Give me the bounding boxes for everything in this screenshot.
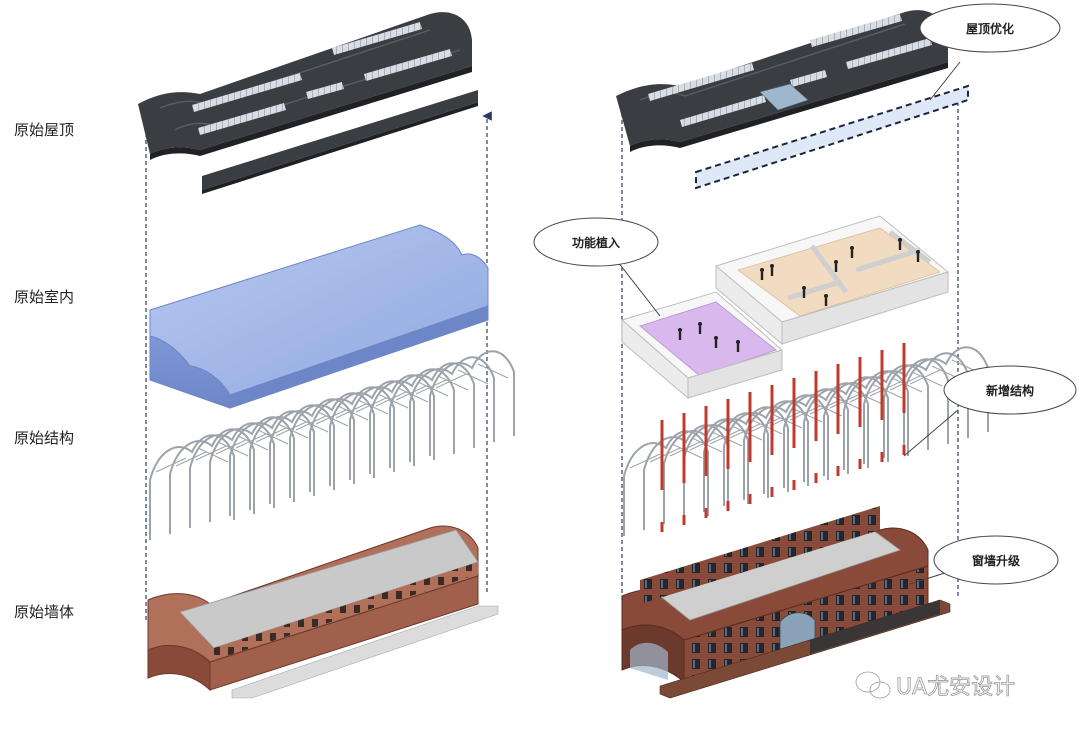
callout-function-insertion: 功能植入 xyxy=(533,217,661,317)
callout-new-structure-text: 新增结构 xyxy=(986,383,1034,398)
wechat-icon xyxy=(854,670,892,700)
callout-roof-optimization-text: 屋顶优化 xyxy=(966,21,1014,36)
label-original-walls: 原始墙体 xyxy=(14,603,74,621)
original-structure-model xyxy=(149,350,515,540)
callout-roof-optimization: 屋顶优化 xyxy=(919,3,1061,101)
upgraded-walls-model xyxy=(621,506,951,699)
right-guide-lines xyxy=(617,91,963,600)
callout-new-structure: 新增结构 xyxy=(903,365,1077,457)
callout-window-wall-upgrade-text: 窗墙升级 xyxy=(972,553,1020,568)
label-original-roof: 原始屋顶 xyxy=(14,121,74,139)
callout-function-insertion-text: 功能植入 xyxy=(572,235,620,250)
label-original-structure: 原始结构 xyxy=(14,429,74,447)
left-guide-lines xyxy=(141,111,492,620)
original-walls-model xyxy=(147,525,499,699)
function-insertion-model xyxy=(620,215,950,400)
original-roof-model xyxy=(138,12,478,194)
label-original-interior: 原始室内 xyxy=(14,288,74,306)
new-structure-model xyxy=(623,346,989,536)
watermark-text: UA尤安设计 xyxy=(896,675,1015,700)
optimized-roof-model xyxy=(616,10,969,190)
new-columns xyxy=(660,343,906,532)
watermark: UA尤安设计 xyxy=(854,670,1016,700)
callout-window-wall-upgrade: 窗墙升级 xyxy=(909,535,1059,585)
original-interior-model xyxy=(149,224,489,409)
